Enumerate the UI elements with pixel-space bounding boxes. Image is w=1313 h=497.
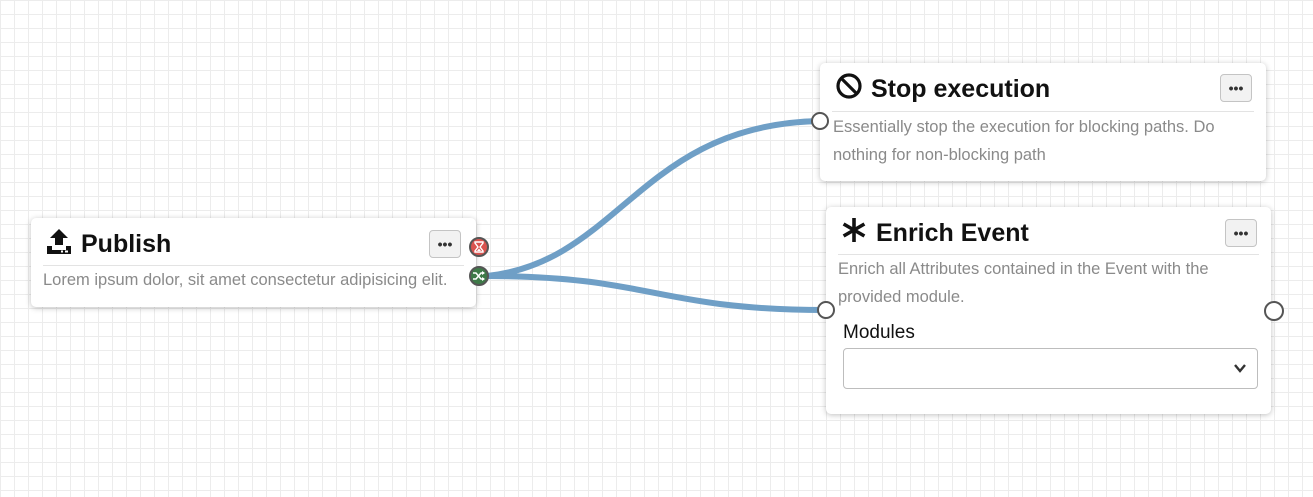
chevron-down-icon [1234,364,1246,373]
hourglass-icon [474,241,484,253]
enrich-event-divider [838,254,1259,255]
upload-icon [45,227,73,262]
publish-divider [43,265,464,266]
wire-publish-to-enrich-event[interactable] [484,273,828,313]
enrich-event-output-port[interactable] [1264,301,1284,321]
modules-label: Modules [843,322,915,343]
shuffle-icon [473,271,485,281]
modules-select[interactable] [843,348,1258,389]
publish-node-title: Publish [45,227,171,262]
ellipsis-icon: ••• [437,236,453,252]
stop-execution-divider [832,111,1254,112]
publish-title-text: Publish [81,230,172,258]
asterisk-icon [840,216,868,251]
ellipsis-icon: ••• [1228,80,1244,96]
publish-menu-button[interactable]: ••• [429,230,461,258]
enrich-event-menu-button[interactable]: ••• [1225,219,1257,247]
stop-execution-description: Essentially stop the execution for block… [833,118,1215,164]
publish-node[interactable]: Publish ••• Lorem ipsum dolor, sit amet … [31,218,476,307]
enrich-event-input-port[interactable] [817,301,835,319]
stop-execution-input-port[interactable] [811,112,829,130]
publish-blocked-port[interactable] [469,237,489,257]
ellipsis-icon: ••• [1233,225,1249,241]
publish-description: Lorem ipsum dolor, sit amet consectetur … [43,271,448,289]
ban-icon [835,72,863,107]
enrich-event-description: Enrich all Attributes contained in the E… [838,260,1209,306]
stop-execution-menu-button[interactable]: ••• [1220,74,1252,102]
publish-output-port[interactable] [469,266,489,286]
stop-execution-title-text: Stop execution [871,75,1051,103]
stop-execution-node-title: Stop execution [835,72,1050,107]
enrich-event-node-title: Enrich Event [840,216,1029,251]
wire-publish-to-stop-execution[interactable] [484,118,822,279]
enrich-event-title-text: Enrich Event [876,219,1029,247]
stop-execution-node[interactable]: Stop execution ••• Essentially stop the … [820,63,1266,181]
enrich-event-node[interactable]: Enrich Event ••• Enrich all Attributes c… [826,207,1271,414]
